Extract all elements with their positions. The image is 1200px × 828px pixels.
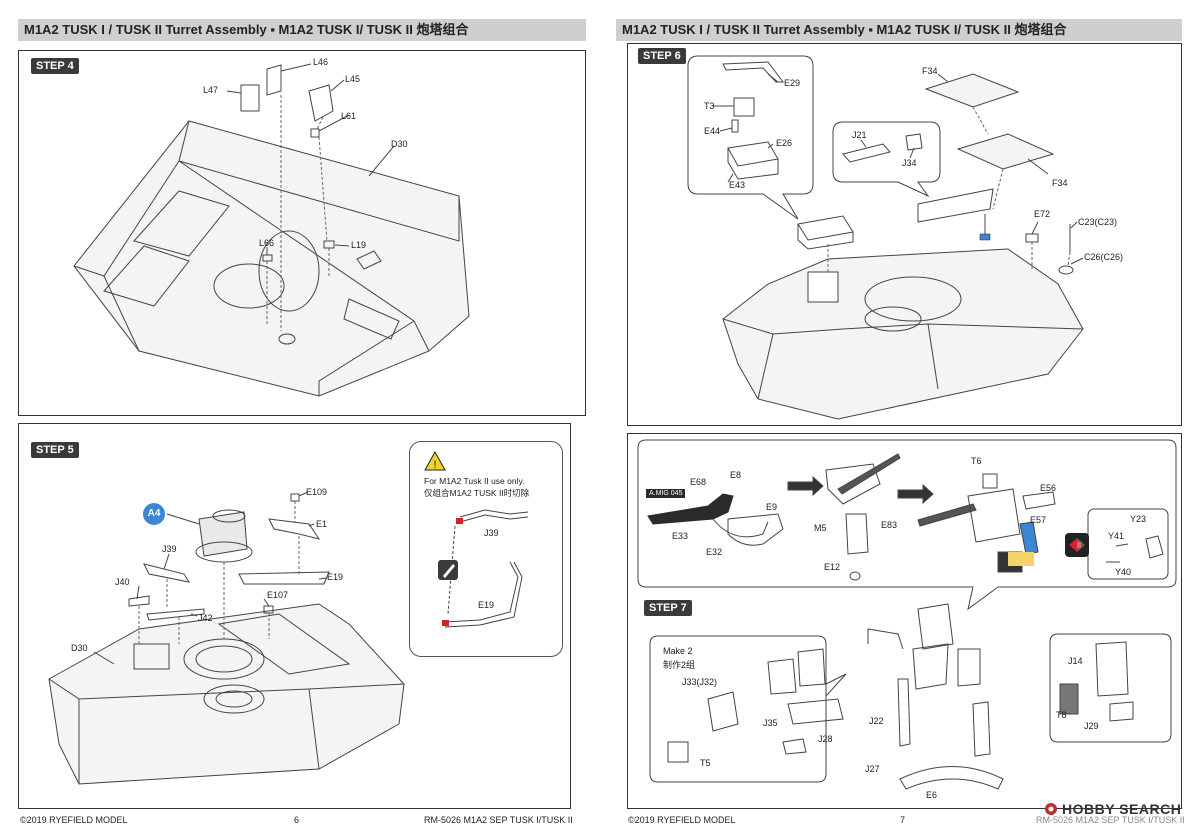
part-label-e72: E72	[1034, 209, 1051, 219]
part-label-j28: J28	[818, 734, 833, 744]
part-label-e29: E29	[784, 78, 801, 88]
part-label-t8: T8	[1056, 710, 1067, 720]
left-footer-product: RM-5026 M1A2 SEP TUSK I/TUSK II	[424, 815, 573, 825]
part-label-j21: J21	[852, 130, 867, 140]
part-label-e68: E68	[690, 477, 707, 487]
part-label-l47: L47	[203, 85, 219, 95]
part-label-e33: E33	[672, 531, 689, 541]
right-footer-product: RM-5026 M1A2 SEP TUSK I/TUSK II	[1036, 815, 1185, 825]
part-label-e26: E26	[776, 138, 793, 148]
part-label-c26: C26(C26)	[1084, 252, 1124, 262]
hobby-search-watermark: HOBBY SEARCH	[1062, 801, 1182, 817]
a4-badge: A4	[143, 503, 165, 525]
step5-turret-drawing	[48, 491, 405, 785]
part-label-m5: M5	[814, 523, 827, 533]
callout-part-e19: E19	[478, 600, 495, 610]
part-label-j29: J29	[1084, 721, 1099, 731]
part-label-e107: E107	[267, 590, 289, 600]
part-label-j22: J22	[869, 716, 884, 726]
callout-note-en: For M1A2 Tusk II use only.	[424, 476, 525, 486]
part-label-j14: J14	[1068, 656, 1083, 666]
part-label-j40: J40	[115, 577, 130, 587]
callout-parts-drawing	[438, 509, 529, 628]
svg-text:!: !	[433, 459, 436, 471]
part-label-f34-top: F34	[922, 66, 938, 76]
part-label-j27: J27	[865, 764, 880, 774]
left-page-header: M1A2 TUSK I / TUSK II Turret Assembly ▪ …	[18, 19, 586, 41]
part-label-l61: L61	[341, 111, 357, 121]
warning-icon: !	[424, 450, 446, 471]
step5-label: STEP 5	[31, 442, 79, 458]
step4-turret-drawing	[73, 63, 470, 397]
part-label-y23: Y23	[1130, 514, 1147, 524]
make2-note-cn: 制作2组	[663, 660, 696, 670]
part-label-j33: J33(J32)	[682, 677, 718, 687]
part-label-l46: L46	[313, 57, 329, 67]
step6-panel: STEP 6	[627, 43, 1182, 426]
step5-panel: STEP 5 A4	[18, 423, 571, 809]
part-label-c23: C23(C23)	[1078, 217, 1118, 227]
part-label-e44: E44	[704, 126, 721, 136]
watermark-logo-icon	[1045, 803, 1057, 815]
part-label-e12: E12	[824, 562, 841, 572]
part-label-e6: E6	[926, 790, 938, 800]
part-label-j35: J35	[763, 718, 778, 728]
part-label-j34: J34	[902, 158, 917, 168]
callout-part-j39: J39	[484, 528, 499, 538]
right-footer-copyright: ©2019 RYEFIELD MODEL	[628, 815, 736, 825]
step7-panel: A.MIG 045 E68 E8 E9 E33 E32 M5 E83 E12 T…	[627, 433, 1182, 809]
part-label-d30: D30	[71, 643, 88, 653]
part-label-t5: T5	[700, 758, 711, 768]
part-label-t6: T6	[971, 456, 982, 466]
part-label-e43: E43	[729, 180, 746, 190]
part-label-d30: D30	[391, 139, 408, 149]
left-footer-page-number: 6	[294, 815, 300, 825]
part-label-e19: E19	[327, 572, 344, 582]
step6-turret-drawing	[687, 55, 1084, 420]
part-label-e32: E32	[706, 547, 723, 557]
part-label-e57: E57	[1030, 515, 1047, 525]
part-label-l66: L66	[259, 238, 275, 248]
part-label-e8: E8	[730, 470, 742, 480]
right-page-header: M1A2 TUSK I / TUSK II Turret Assembly ▪ …	[616, 19, 1182, 41]
step4-panel: STEP 4	[18, 50, 586, 416]
right-footer-page-number: 7	[900, 815, 906, 825]
step7-label: STEP 7	[644, 600, 692, 616]
part-label-e109: E109	[306, 487, 328, 497]
part-label-e1: E1	[316, 519, 328, 529]
part-label-t3: T3	[704, 101, 715, 111]
part-label-y41: Y41	[1108, 531, 1125, 541]
callout-note-cn: 仅组合M1A2 TUSK II时切除	[424, 488, 530, 498]
part-label-j39: J39	[162, 544, 177, 554]
step6-label: STEP 6	[638, 48, 686, 64]
part-label-e9: E9	[766, 502, 778, 512]
left-footer-copyright: ©2019 RYEFIELD MODEL	[20, 815, 128, 825]
make2-note-en: Make 2	[663, 646, 693, 656]
part-label-l19: L19	[351, 240, 367, 250]
part-label-e56: E56	[1040, 483, 1057, 493]
part-label-e83: E83	[881, 520, 898, 530]
tusk2-callout: ! For M1A2 Tusk II use only. 仅组合M1A2 TUS…	[409, 441, 563, 657]
step4-label: STEP 4	[31, 58, 79, 74]
paint-tag-a-mig-045: A.MIG 045	[646, 489, 686, 498]
part-label-l45: L45	[345, 74, 361, 84]
mg-assembly-drawing	[637, 439, 1177, 790]
part-label-j42: J42	[198, 613, 213, 623]
part-label-y40: Y40	[1115, 567, 1132, 577]
part-label-f34-bottom: F34	[1052, 178, 1068, 188]
